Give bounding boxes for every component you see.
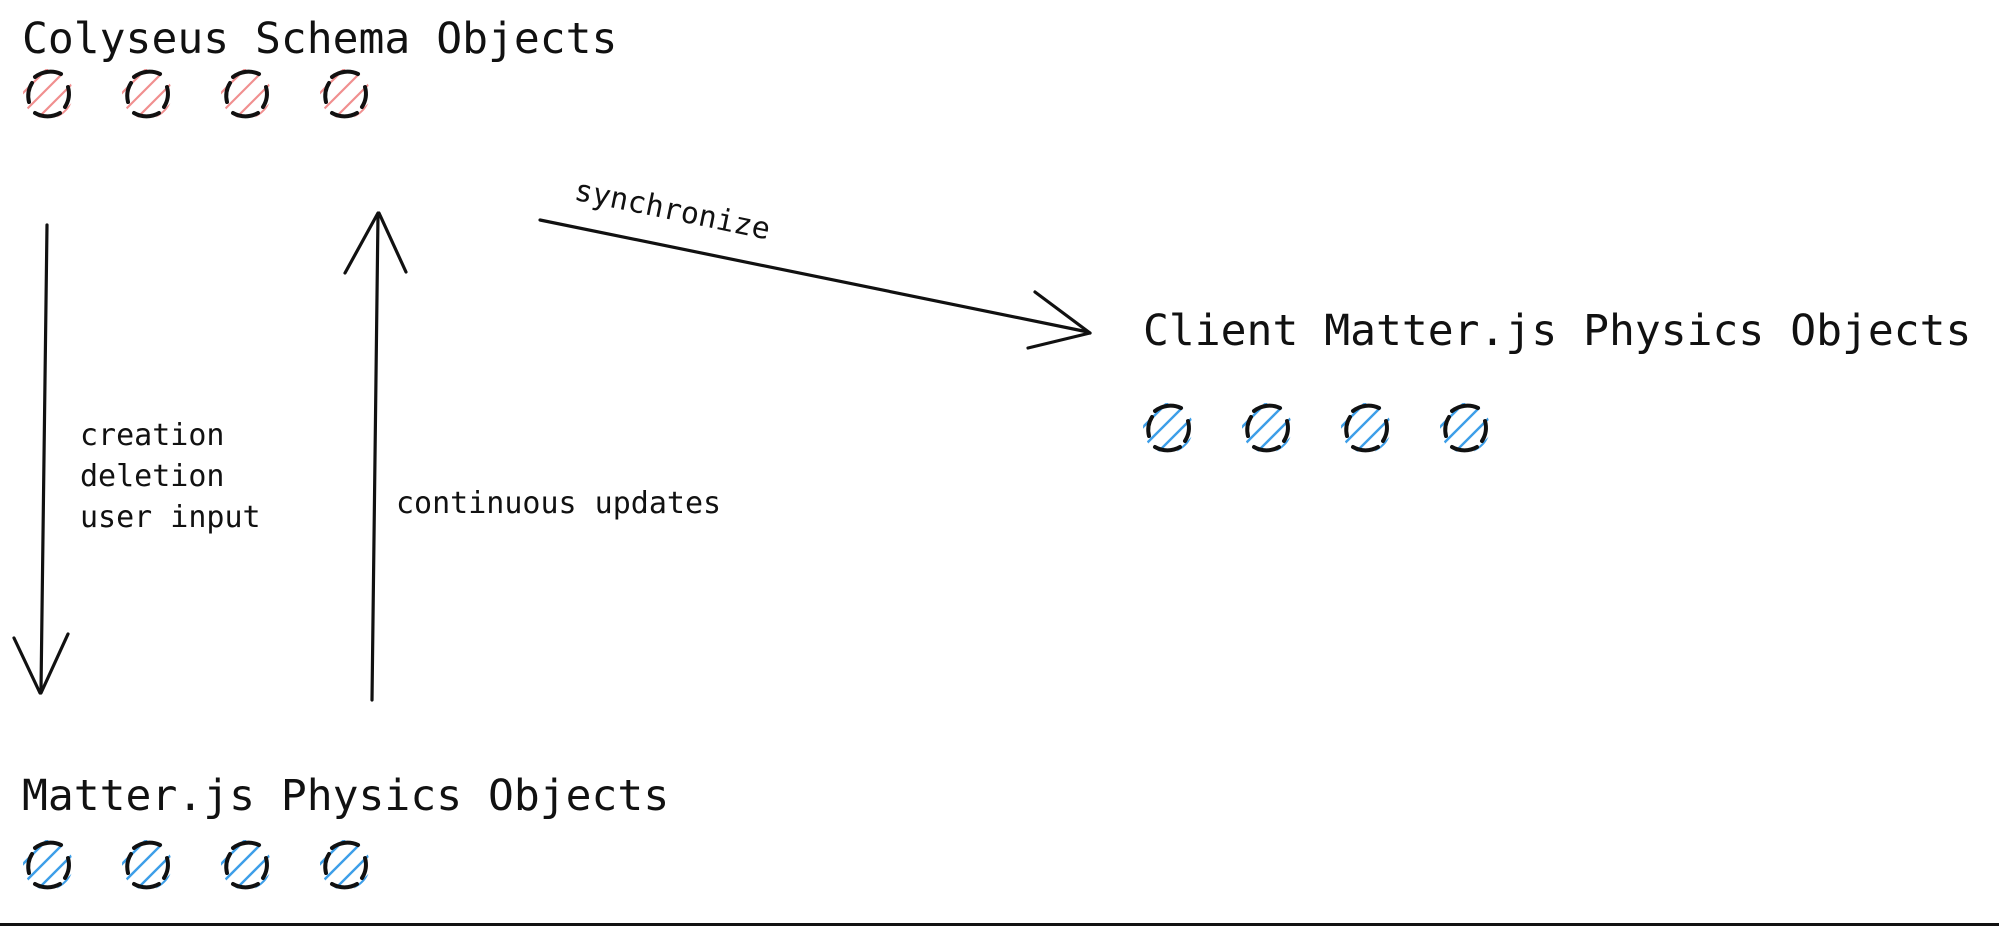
edge-label-user-input: user input xyxy=(80,500,261,535)
edge-label-continuous-updates: continuous updates xyxy=(396,486,722,521)
arrow-schema-to-physics xyxy=(12,223,70,695)
schema-object-node xyxy=(20,66,76,122)
schema-object-node xyxy=(218,66,274,122)
arrow-physics-to-schema xyxy=(343,211,408,702)
physics-object-node xyxy=(119,837,175,893)
client-physics-object-node xyxy=(1437,400,1493,456)
arrow-schema-to-client xyxy=(538,218,1092,350)
client-physics-object-node xyxy=(1239,400,1295,456)
client-physics-object-node xyxy=(1338,400,1394,456)
edge-label-deletion: deletion xyxy=(80,459,225,494)
object-row-server-physics xyxy=(20,837,416,893)
schema-object-node xyxy=(119,66,175,122)
physics-object-node xyxy=(218,837,274,893)
physics-object-node xyxy=(317,837,373,893)
client-physics-object-node xyxy=(1140,400,1196,456)
physics-object-node xyxy=(20,837,76,893)
schema-object-node xyxy=(317,66,373,122)
edge-label-synchronize: synchronize xyxy=(571,173,774,248)
group-title-client-matterjs-physics-objects: Client Matter.js Physics Objects xyxy=(1143,306,1972,356)
group-title-colyseus-schema-objects: Colyseus Schema Objects xyxy=(22,14,618,64)
edge-label-creation: creation xyxy=(80,418,225,453)
group-title-server-matterjs-physics-objects: Matter.js Physics Objects xyxy=(22,771,670,821)
object-row-client-physics xyxy=(1140,400,1536,456)
object-row-colyseus-schema xyxy=(20,66,416,122)
